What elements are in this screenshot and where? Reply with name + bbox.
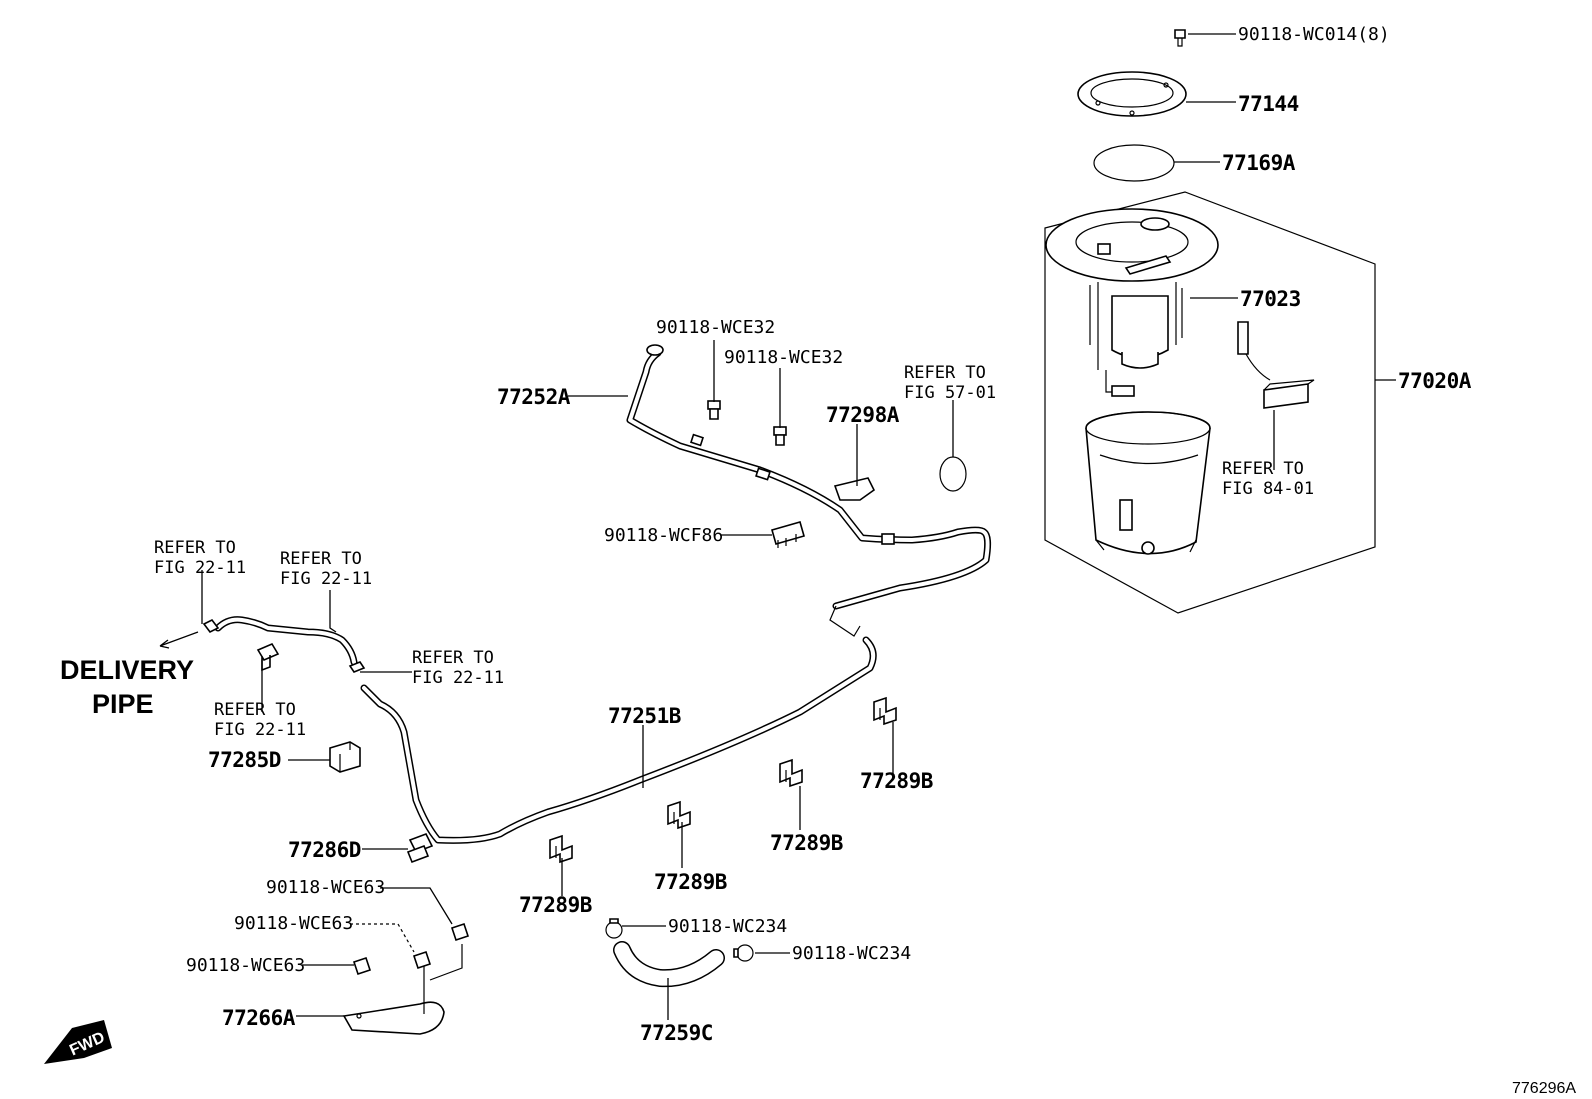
label-77285d[interactable]: 77285D	[208, 748, 281, 772]
reservoir-cup-icon	[1085, 411, 1211, 555]
label-77259c[interactable]: 77259C	[640, 1021, 713, 1045]
label-77023[interactable]: 77023	[1240, 287, 1301, 311]
label-90118-wc234-b[interactable]: 90118-WC234	[792, 943, 911, 964]
pump-assembly-leaders	[1174, 33, 1396, 470]
fuel-pump-assembly	[1044, 29, 1376, 614]
clip-icon	[412, 950, 432, 970]
clamp-77286d-icon	[406, 832, 434, 864]
refer-to-text: REFER TO	[1222, 459, 1304, 479]
part-labels: 90118-WC014(8) 77144 77169A 77023 77020A…	[186, 24, 1472, 1045]
tube-clip-icon	[833, 477, 876, 501]
fuel-pump-body-icon	[1089, 282, 1183, 397]
grommet-icon	[939, 456, 967, 492]
label-77298a[interactable]: 77298A	[826, 403, 900, 427]
tube-clamp-icon	[873, 696, 897, 726]
fwd-arrow-icon: FWD	[44, 1020, 112, 1064]
label-77266a[interactable]: 77266A	[222, 1006, 296, 1030]
fuel-hose-77259c	[613, 941, 725, 988]
label-77289b-1[interactable]: 77289B	[860, 769, 933, 793]
hose-clamp-icon	[733, 944, 754, 962]
label-77289b-4[interactable]: 77289B	[519, 893, 592, 917]
label-77289b-2[interactable]: 77289B	[770, 831, 843, 855]
retainer-ring-icon	[1077, 71, 1187, 117]
assembly-frame	[1044, 191, 1376, 614]
fig-ref-22-11-d[interactable]: FIG 22-11	[214, 720, 306, 740]
label-90118-wcf86[interactable]: 90118-WCF86	[604, 525, 723, 546]
label-77020a[interactable]: 77020A	[1398, 369, 1472, 393]
fig-ref-84-01[interactable]: FIG 84-01	[1222, 479, 1314, 499]
bolt-icon	[773, 426, 787, 446]
fuel-tube-77252a	[626, 344, 992, 637]
label-90118-wc234-a[interactable]: 90118-WC234	[668, 916, 787, 937]
refer-to-text: REFER TO	[280, 549, 362, 569]
leader-lines	[201, 340, 954, 1020]
refer-to-labels: REFER TO FIG 57-01 REFER TO FIG 84-01 RE…	[154, 363, 1314, 740]
delivery-pipe-line2: PIPE	[92, 689, 154, 719]
tube-clamp-icon	[667, 800, 691, 830]
gasket-ring-icon	[1093, 144, 1175, 182]
tube-clamp-icon	[549, 834, 573, 864]
pipe-clamp-icon	[771, 521, 805, 548]
label-90118-wc014[interactable]: 90118-WC014(8)	[1238, 24, 1390, 45]
clamp-77285d-icon	[329, 741, 361, 773]
delivery-arrow-icon	[159, 631, 199, 649]
tube-clamp-icon	[779, 758, 803, 788]
label-90118-wce32-b[interactable]: 90118-WCE32	[724, 347, 843, 368]
refer-to-text: REFER TO	[412, 648, 494, 668]
label-77286d[interactable]: 77286D	[288, 838, 361, 862]
fuel-sender-gauge-icon	[1237, 321, 1315, 409]
refer-to-text: REFER TO	[214, 700, 296, 720]
fitting-icon	[256, 642, 280, 672]
fig-ref-22-11-c[interactable]: FIG 22-11	[412, 668, 504, 688]
label-90118-wce63-c[interactable]: 90118-WCE63	[186, 955, 305, 976]
bolt-icon	[1174, 29, 1186, 47]
clip-icon	[450, 922, 470, 942]
hose-clamp-icon	[605, 918, 623, 939]
label-90118-wce32-a[interactable]: 90118-WCE32	[656, 317, 775, 338]
label-90118-wce63-a[interactable]: 90118-WCE63	[266, 877, 385, 898]
refer-to-text: REFER TO	[154, 538, 236, 558]
delivery-pipe-line1: DELIVERY	[60, 655, 194, 685]
bracket-77266a-icon	[342, 944, 463, 1035]
clip-icon	[352, 956, 372, 976]
bolt-icon	[707, 400, 721, 420]
label-77289b-3[interactable]: 77289B	[654, 870, 727, 894]
delivery-hose	[202, 616, 366, 673]
label-77144[interactable]: 77144	[1238, 92, 1299, 116]
label-77169a[interactable]: 77169A	[1222, 151, 1296, 175]
label-90118-wce63-b[interactable]: 90118-WCE63	[234, 913, 353, 934]
fig-ref-22-11-b[interactable]: FIG 22-11	[280, 569, 372, 589]
label-77251b[interactable]: 77251B	[608, 704, 681, 728]
refer-to-text: REFER TO	[904, 363, 986, 383]
label-77252a[interactable]: 77252A	[497, 385, 571, 409]
fig-ref-57-01[interactable]: FIG 57-01	[904, 383, 996, 403]
diagram-id: 776296A	[1512, 1080, 1576, 1097]
pump-flange-icon	[1045, 208, 1219, 282]
fuel-tube-77251b	[360, 636, 877, 844]
fig-ref-22-11-a[interactable]: FIG 22-11	[154, 558, 246, 578]
